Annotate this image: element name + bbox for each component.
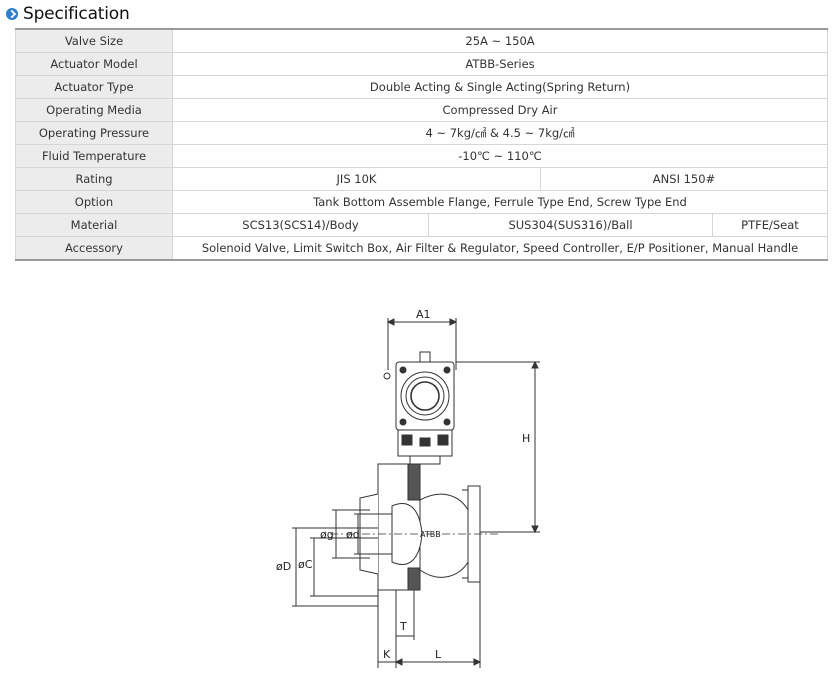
table-row: Material SCS13(SCS14)/Body SUS304(SUS316… [15, 213, 829, 237]
body-mark: ATBB [420, 530, 441, 539]
table-row: Option Tank Bottom Assemble Flange, Ferr… [15, 190, 829, 214]
table-row: Actuator Model ATBB-Series [15, 52, 829, 76]
row-value: Double Acting & Single Acting(Spring Ret… [171, 75, 829, 99]
dim-label-oc: øC [298, 558, 313, 571]
row-value: SCS13(SCS14)/Body [172, 213, 429, 237]
table-row: Accessory Solenoid Valve, Limit Switch B… [15, 236, 829, 261]
row-value: Tank Bottom Assemble Flange, Ferrule Typ… [171, 190, 829, 214]
dim-label-a1: A1 [416, 308, 431, 321]
row-label: Fluid Temperature [15, 144, 173, 168]
valve-dimension-drawing: A1 H øD øC øg ød T K L ATBB [276, 308, 540, 668]
dim-label-k: K [383, 648, 391, 661]
section-title: Specification [23, 4, 130, 24]
dim-label-og: øg [320, 528, 334, 541]
row-label: Valve Size [15, 28, 173, 53]
row-value: 25A ~ 150A [171, 28, 829, 53]
table-row: Actuator Type Double Acting & Single Act… [15, 75, 829, 99]
row-label: Actuator Type [15, 75, 173, 99]
row-value: ATBB-Series [171, 52, 829, 76]
row-label: Actuator Model [15, 52, 173, 76]
row-label: Operating Media [15, 98, 173, 122]
row-value: SUS304(SUS316)/Ball [428, 213, 713, 237]
dim-label-h: H [522, 432, 530, 445]
row-label: Material [15, 213, 173, 237]
row-value: Solenoid Valve, Limit Switch Box, Air Fi… [171, 236, 829, 261]
table-row: Operating Pressure 4 ~ 7kg/㎠ & 4.5 ~ 7kg… [15, 121, 829, 145]
row-value: ANSI 150# [539, 167, 829, 191]
row-value: JIS 10K [172, 167, 541, 191]
dim-label-t: T [399, 620, 407, 633]
row-value: PTFE/Seat [711, 213, 829, 237]
row-label: Rating [15, 167, 173, 191]
table-row: Fluid Temperature -10℃ ~ 110℃ [15, 144, 829, 168]
table-row: Rating JIS 10K ANSI 150# [15, 167, 829, 191]
dim-label-l: L [435, 648, 442, 661]
row-value: 4 ~ 7kg/㎠ & 4.5 ~ 7kg/㎠ [171, 121, 829, 145]
table-row: Valve Size 25A ~ 150A [15, 28, 829, 53]
row-value: -10℃ ~ 110℃ [171, 144, 829, 168]
row-value: Compressed Dry Air [171, 98, 829, 122]
row-label: Accessory [15, 236, 173, 261]
row-label: Option [15, 190, 173, 214]
table-row: Operating Media Compressed Dry Air [15, 98, 829, 122]
dim-label-odd: ød [346, 528, 360, 541]
section-heading: Specification [6, 4, 130, 24]
spec-table: Valve Size 25A ~ 150A Actuator Model ATB… [15, 28, 829, 261]
dim-label-od: øD [276, 560, 291, 573]
chevron-right-circle-icon [6, 8, 18, 20]
row-label: Operating Pressure [15, 121, 173, 145]
